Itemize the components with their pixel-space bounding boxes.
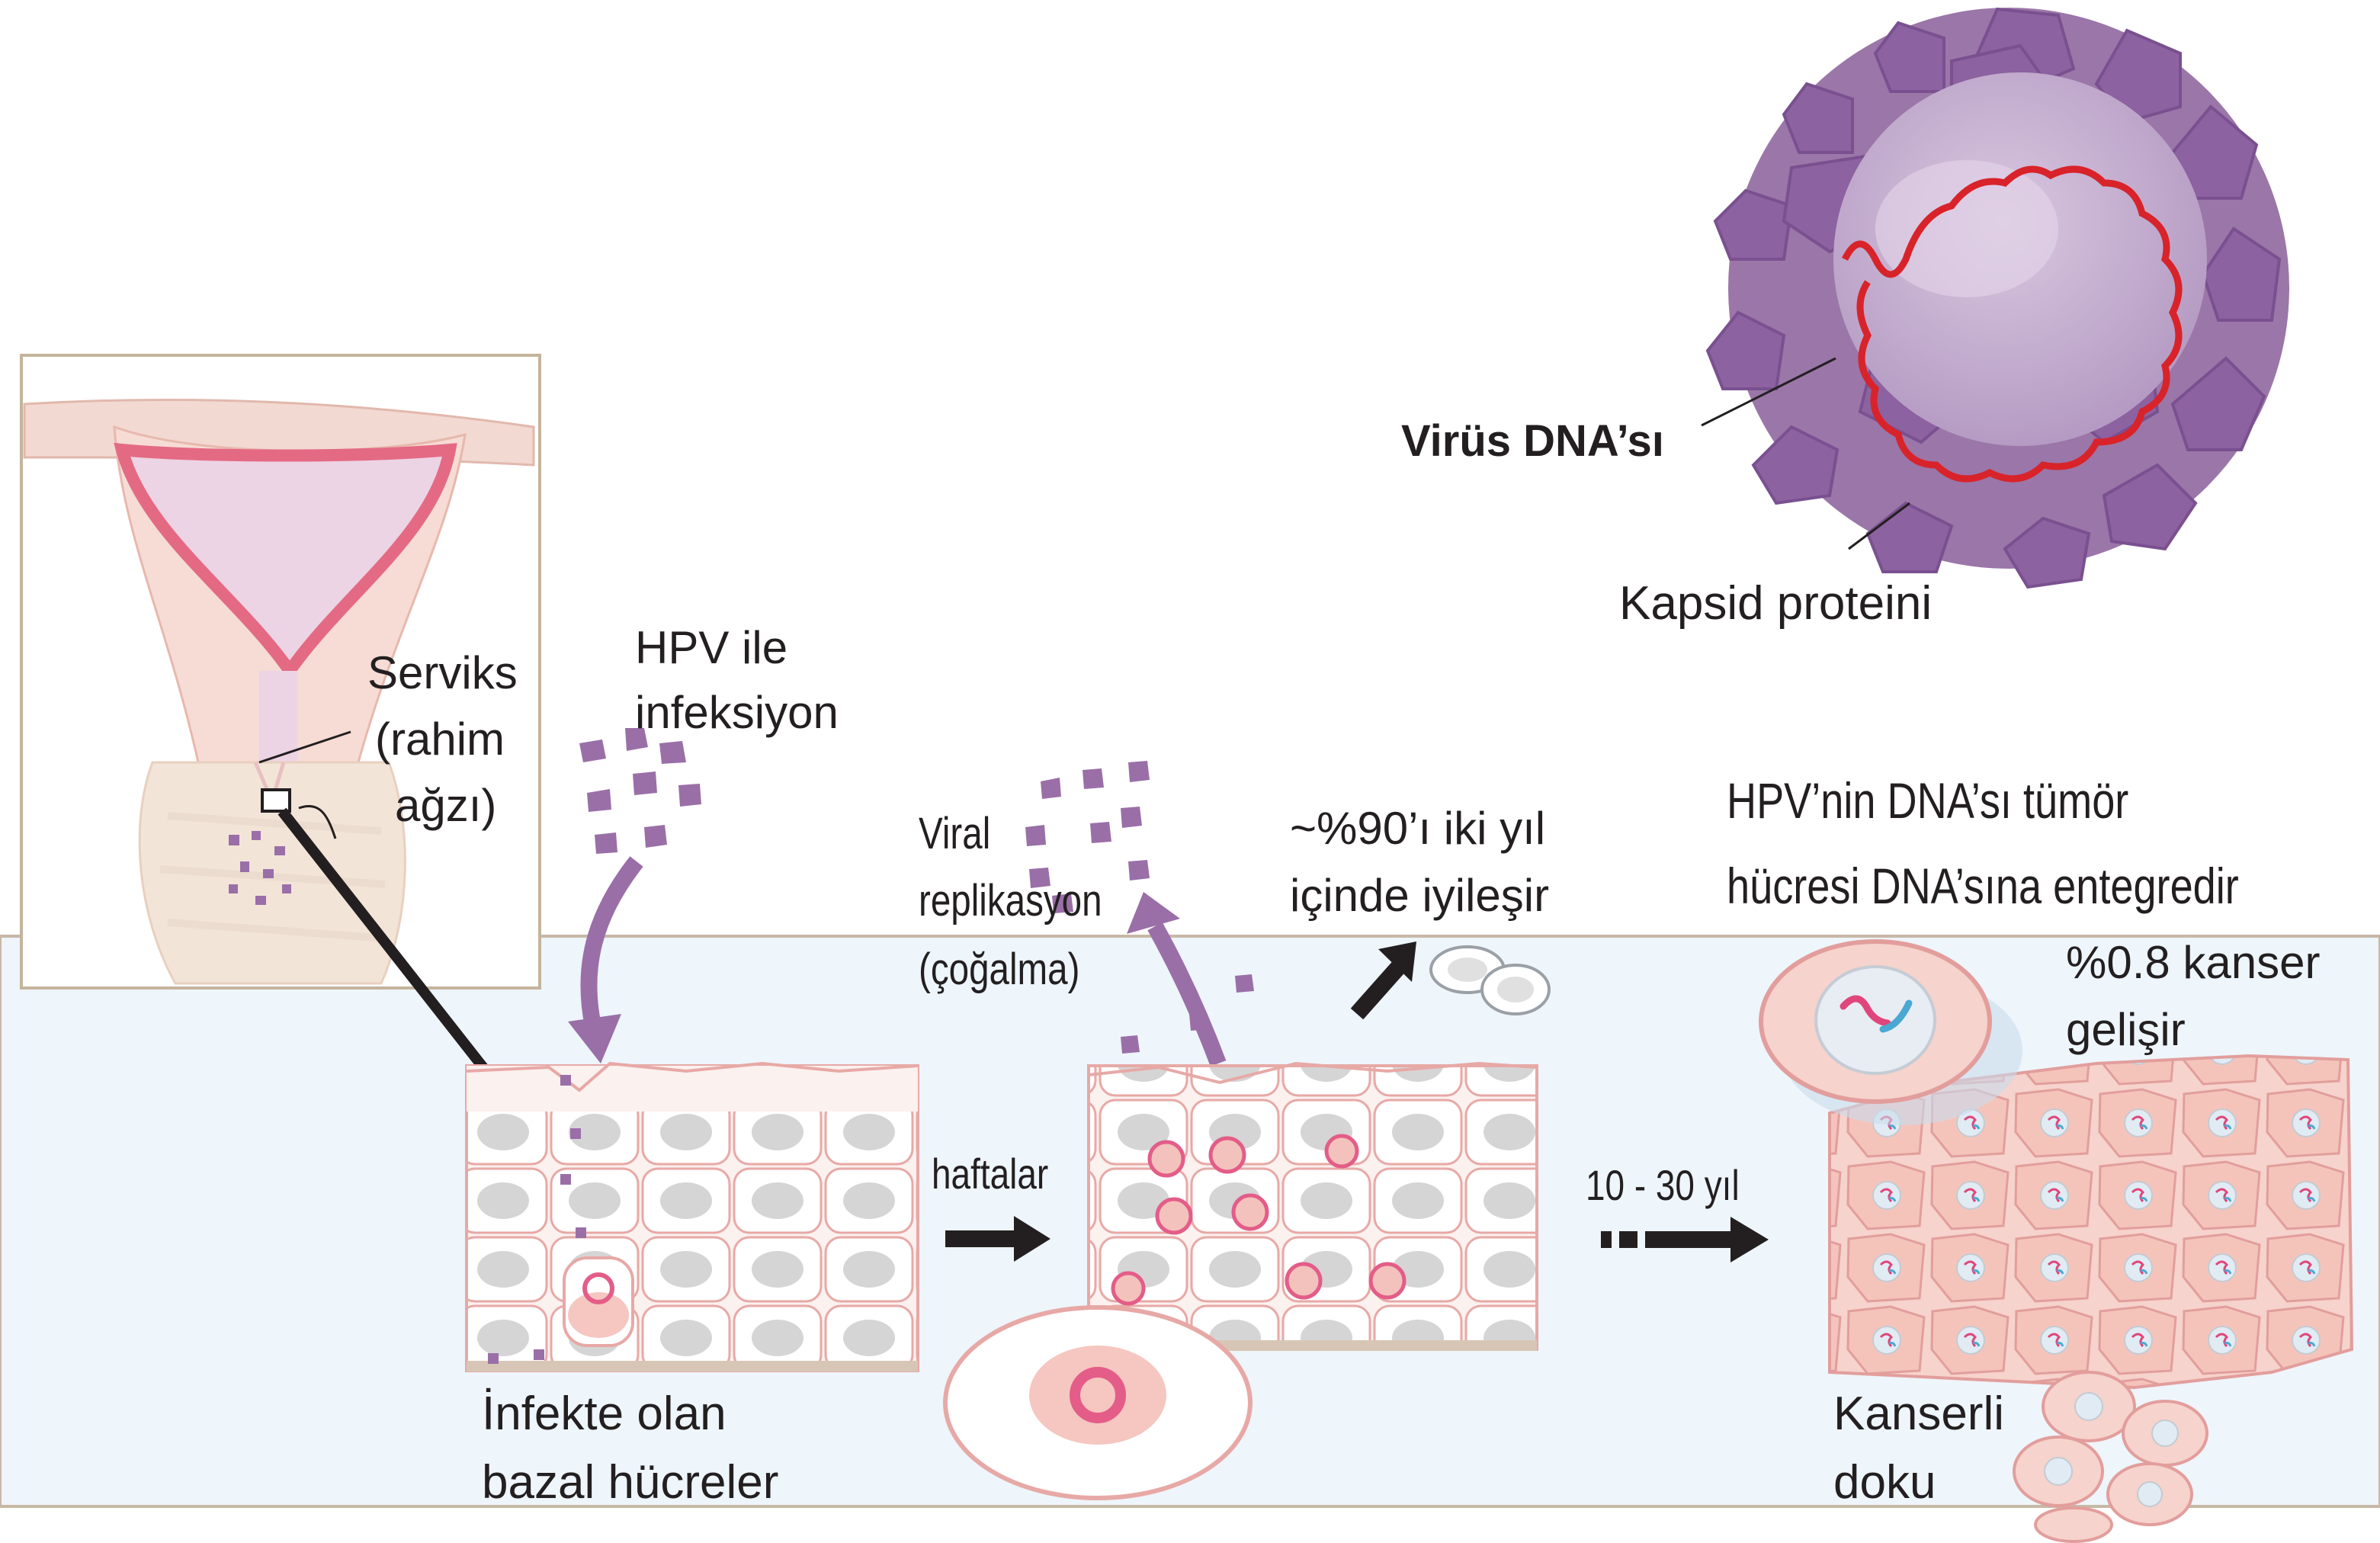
years-arrow [1601, 1217, 1769, 1262]
label-replication-3: (çoğalma) [919, 945, 1080, 994]
label-integration-2: hücresi DNA’sına entegredir [1727, 858, 2239, 914]
label-cancer-tissue-1: Kanserli [1833, 1387, 2004, 1440]
label-healing-2: içinde iyileşir [1290, 870, 1550, 921]
cervix-zoom-box [261, 788, 291, 813]
tissue-block-replication [1087, 1061, 1538, 1351]
hpv-virus-particle [1701, 7, 2289, 589]
label-basal-cells-1: İnfekte olan [482, 1387, 727, 1440]
label-replication-2: replikasyon [919, 876, 1102, 925]
viral-dna-strand [1841, 165, 2183, 483]
label-cancer-dev-2: gelişir [2066, 1004, 2186, 1055]
replication-arrow [1147, 922, 1227, 1067]
magnified-tumor-cell [1759, 939, 2022, 1125]
weeks-arrow [945, 1216, 1050, 1262]
healthy-cells [1429, 945, 1551, 1015]
label-weeks: haftalar [932, 1150, 1049, 1198]
label-cervix-1: Serviks [367, 647, 518, 698]
zoom-connector [277, 807, 492, 1077]
tissue-block-cancer [1828, 1054, 2354, 1543]
magnified-infected-cell [943, 1305, 1253, 1500]
label-replication-1: Viral [919, 809, 991, 858]
healing-arrow [1350, 942, 1416, 1020]
label-cancer-tissue-2: doku [1833, 1456, 1936, 1509]
label-cervix-2: (rahim [375, 714, 505, 765]
label-capsid-protein: Kapsid proteini [1619, 577, 1933, 630]
hpv-particles-incoming [579, 728, 701, 854]
label-healing-1: ~%90’ı iki yıl [1290, 803, 1546, 854]
label-infection-2: infeksiyon [635, 687, 839, 738]
label-infection-1: HPV ile [635, 622, 788, 673]
label-virus-dna: Virüs DNA’sı [1401, 416, 1664, 466]
replication-arrowhead [1127, 892, 1180, 934]
label-basal-cells-2: bazal hücreler [482, 1456, 779, 1509]
tissue-block-infected [465, 1061, 919, 1372]
label-cervix-3: ağzı) [395, 780, 497, 831]
label-years: 10 - 30 yıl [1586, 1161, 1740, 1209]
infection-arrow [580, 856, 643, 1035]
uterus-inset [20, 354, 541, 990]
label-cancer-dev-1: %0.8 kanser [2066, 937, 2321, 988]
infection-arrowhead [568, 1014, 621, 1063]
label-integration-1: HPV’nin DNA’sı tümör [1727, 772, 2129, 829]
